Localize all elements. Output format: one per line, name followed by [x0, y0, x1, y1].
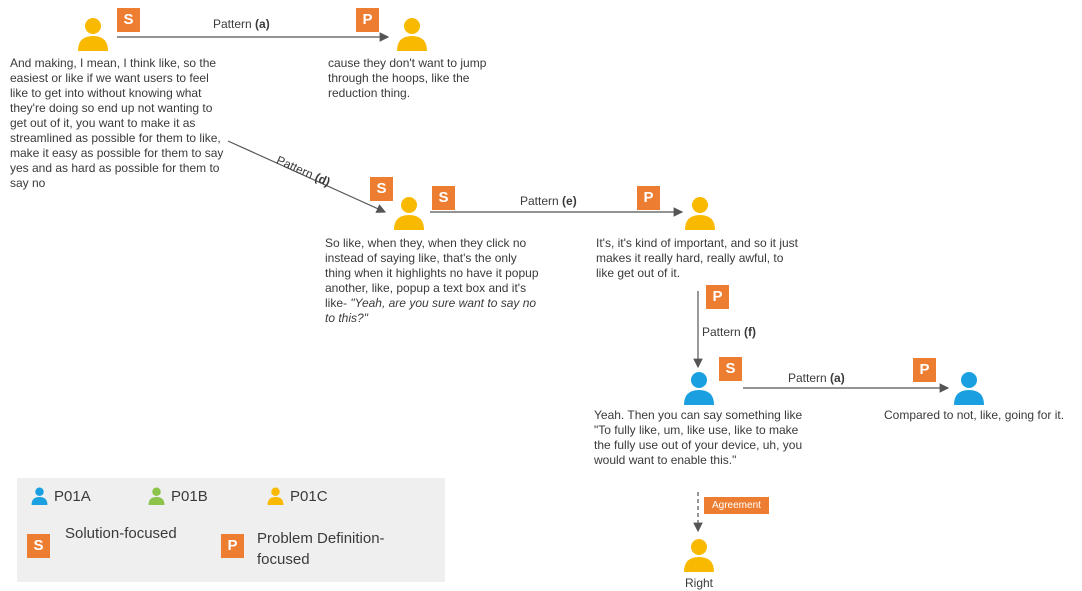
legend-solution-badge: S: [27, 534, 50, 558]
legend-problem-badge: P: [221, 534, 244, 558]
quote-n3-text: So like, when they, when they click no i…: [325, 236, 539, 310]
quote-n7: Right: [685, 576, 714, 590]
pattern-code: (a): [830, 371, 845, 385]
legend-label: P01A: [54, 487, 91, 505]
pattern-label-e: Pattern (e): [520, 194, 577, 208]
person-icon-p01a: [683, 371, 715, 405]
person-icon-p01c: [683, 538, 715, 572]
problem-badge: P: [356, 8, 379, 32]
quote-n4: It's, it's kind of important, and so it …: [596, 236, 799, 280]
pattern-word: Pattern: [702, 325, 741, 339]
person-icon-p01c: [684, 196, 716, 230]
pattern-code: (a): [255, 17, 270, 31]
solution-badge: S: [719, 357, 742, 381]
edge-d: [227, 140, 387, 213]
solution-badge: S: [432, 186, 455, 210]
person-icon-yellow: [267, 487, 284, 505]
legend-label: P01C: [290, 487, 328, 505]
problem-badge: P: [706, 285, 729, 309]
pattern-code: (f): [744, 325, 757, 339]
pattern-label-a-top: Pattern (a): [213, 17, 270, 31]
pattern-label-a-bottom: Pattern (a): [788, 371, 845, 385]
person-icon-p01c: [396, 17, 428, 51]
problem-badge: P: [913, 358, 936, 382]
person-icon-p01c: [393, 196, 425, 230]
person-icon-blue: [31, 487, 48, 505]
quote-n3-italic: "Yeah, are you sure want to say no to th…: [325, 296, 537, 325]
pattern-word: Pattern: [788, 371, 827, 385]
quote-n6: Compared to not, like, going for it.: [884, 408, 1065, 422]
legend-solution-text: Solution-focused: [65, 525, 177, 542]
person-icon-green: [148, 487, 165, 505]
legend-label: P01B: [171, 487, 208, 505]
legend-problem-text: Problem Definition-focused: [257, 530, 385, 568]
solution-badge: S: [117, 8, 140, 32]
problem-badge: P: [637, 186, 660, 210]
legend: P01A P01B P01C S Solution-focused P Prob…: [17, 478, 445, 582]
pattern-code: (e): [562, 194, 577, 208]
person-icon-p01a: [953, 371, 985, 405]
quote-n2: cause they don't want to jump through th…: [328, 56, 487, 100]
legend-item-p01c: P01C: [267, 487, 328, 505]
pattern-label-f: Pattern (f): [702, 325, 756, 339]
pattern-word: Pattern: [213, 17, 252, 31]
pattern-word: Pattern: [520, 194, 559, 208]
quote-n3: So like, when they, when they click no i…: [325, 236, 540, 326]
person-icon-p01c: [77, 17, 109, 51]
solution-badge: S: [370, 177, 393, 201]
quote-n1: And making, I mean, I think like, so the…: [10, 56, 224, 190]
legend-item-p01b: P01B: [148, 487, 208, 505]
quote-n5: Yeah. Then you can say something like "T…: [594, 408, 803, 467]
legend-item-p01a: P01A: [31, 487, 91, 505]
agreement-label: Agreement: [704, 497, 769, 514]
